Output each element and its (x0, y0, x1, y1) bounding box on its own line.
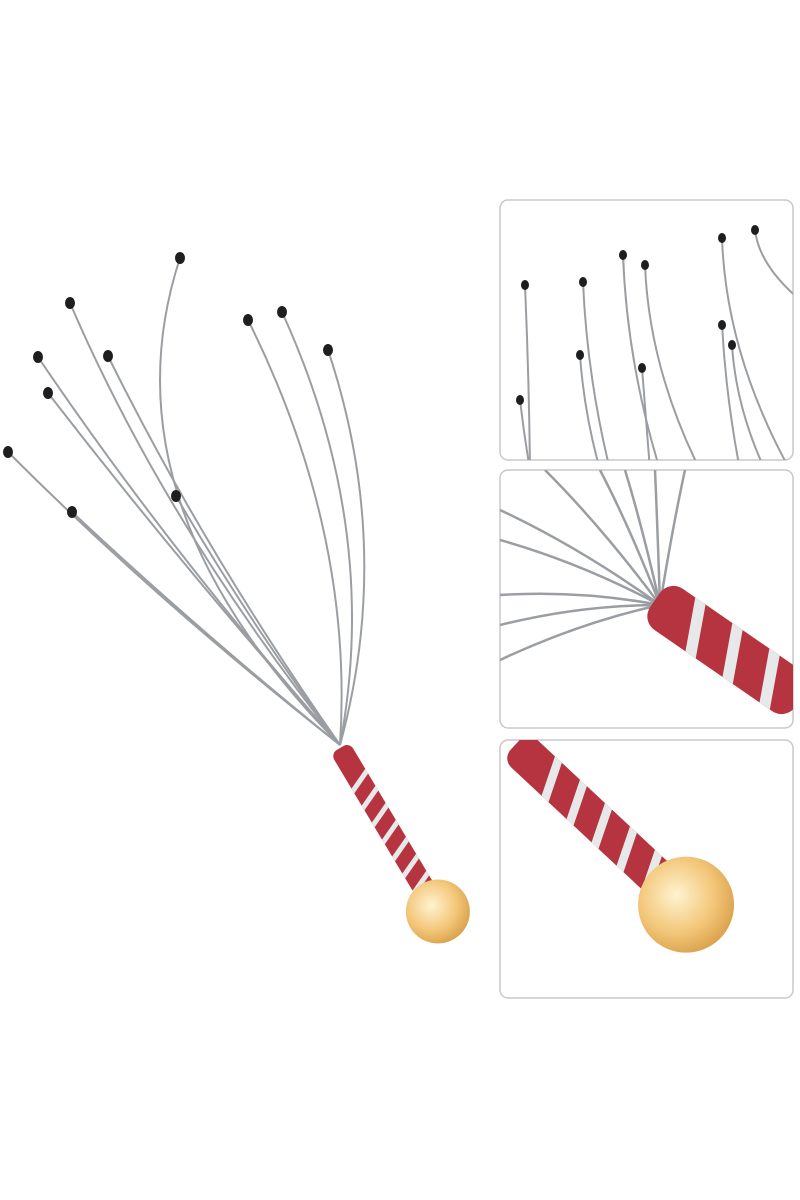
wire (69, 302, 341, 746)
wire (579, 354, 601, 460)
wire (281, 311, 353, 746)
handle-spiral (381, 819, 399, 845)
wire (524, 284, 531, 460)
wire (47, 392, 341, 746)
wire-tip (521, 280, 529, 290)
wire (644, 264, 701, 460)
handle (647, 585, 793, 715)
handle-spiral (566, 779, 587, 826)
handle-body (333, 745, 435, 898)
wire-tip (516, 395, 524, 405)
wire-tip (638, 363, 646, 373)
wire (247, 319, 343, 746)
wire-tip (619, 250, 627, 260)
wire-tip (33, 351, 43, 363)
wire-tip (718, 233, 726, 243)
wire (500, 538, 661, 607)
wire (721, 237, 791, 460)
wire (731, 344, 766, 460)
wire (721, 324, 741, 460)
wire (500, 508, 661, 607)
wire-tip (728, 340, 736, 350)
wire-tip (103, 350, 113, 362)
wire (500, 603, 661, 627)
detail-panel-neck (499, 469, 794, 729)
wire-tip (67, 506, 77, 518)
handle-spiral (371, 802, 389, 828)
wire (71, 511, 341, 746)
handle-spiral (685, 597, 706, 659)
wire (544, 470, 662, 606)
handle-spiral (722, 622, 743, 684)
handle-spiral (541, 756, 562, 803)
wire (582, 281, 611, 460)
wire (658, 470, 687, 606)
wire (623, 470, 662, 606)
handle-ball (638, 856, 735, 953)
handle-spiral (591, 802, 612, 849)
handle (333, 745, 435, 898)
wire-tip (277, 306, 287, 318)
wire-tip (641, 260, 649, 270)
wire (622, 254, 661, 460)
wire-tip (576, 350, 584, 360)
wire-tip (175, 252, 185, 264)
wire (754, 229, 793, 301)
wire (598, 470, 662, 606)
handle-spiral (759, 648, 780, 710)
wire (519, 399, 531, 460)
handle-spiral (361, 785, 379, 811)
wire-tip (718, 320, 726, 330)
handle-spiral (616, 826, 637, 873)
detail-panel-tips (499, 199, 794, 461)
wire (500, 603, 661, 662)
handle-spiral (351, 768, 369, 794)
wire-tip (323, 344, 333, 356)
wire (175, 495, 341, 746)
handle-spiral (392, 836, 409, 862)
detail-panel-handle (499, 739, 794, 999)
wire-tip (579, 277, 587, 287)
wire-tip (243, 314, 253, 326)
wire-tip (171, 490, 181, 502)
head-massager-main (3, 252, 470, 944)
wire (500, 592, 661, 607)
wire (107, 355, 341, 746)
wire-tip (65, 297, 75, 309)
wire-tip (3, 446, 13, 458)
handle-spiral (402, 853, 419, 879)
handle-ball (405, 879, 470, 944)
wire-tip (43, 387, 53, 399)
wire (653, 470, 662, 606)
wire (327, 349, 366, 746)
wire (641, 367, 651, 460)
wire-tip (751, 225, 759, 235)
